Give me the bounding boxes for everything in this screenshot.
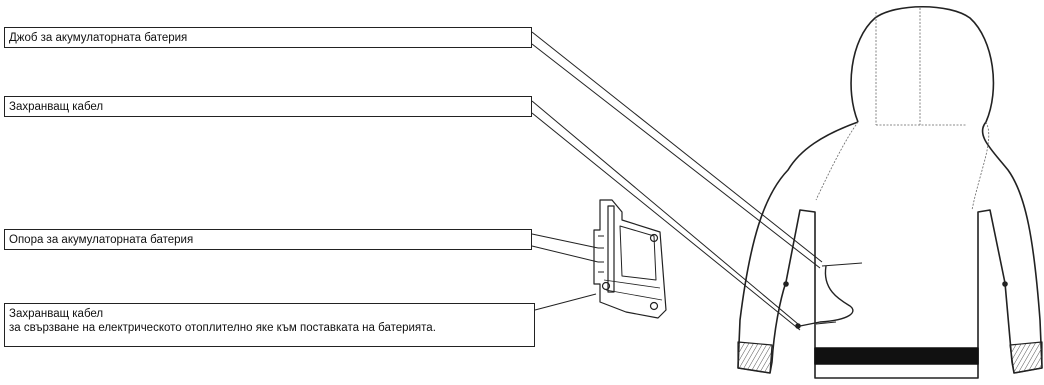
label-battery-holder: Опора за акумулаторната батерия: [4, 229, 532, 250]
label-battery-pocket: Джоб за акумулаторната батерия: [4, 27, 532, 48]
label-battery-pocket-text: Джоб за акумулаторната батерия: [9, 32, 188, 44]
leader-cable-b: [531, 112, 801, 331]
label-power-cable-connection: Захранващ кабел за свързване на електрич…: [4, 303, 535, 347]
body-outline: [737, 121, 1043, 379]
label-power-cable-connection-desc: за свързване на електрическото отоплител…: [9, 322, 436, 334]
leader-holder-a: [531, 233, 599, 249]
battery-holder-drawing: [593, 199, 667, 319]
leader-cable2: [534, 293, 597, 311]
pocket-cable: [799, 265, 854, 327]
label-power-cable: Захранващ кабел: [4, 96, 532, 117]
hem-band: [814, 347, 979, 365]
right-cuff: [1009, 341, 1043, 374]
label-power-cable-connection-title: Захранващ кабел: [9, 308, 104, 320]
leader-pocket-b: [531, 43, 821, 269]
leader-lines: [531, 31, 823, 331]
hood-seam: [875, 8, 921, 125]
leader-cable-a: [531, 100, 799, 325]
label-battery-holder-text: Опора за акумулаторната батерия: [9, 234, 194, 246]
pocket-outline: [821, 262, 863, 267]
hood-outline: [850, 6, 995, 123]
leader-holder-b: [531, 245, 599, 263]
left-cuff: [737, 341, 773, 374]
raglan-seam-left: [815, 121, 859, 201]
raglan-seam-right: [971, 121, 990, 211]
label-power-cable-text: Захранващ кабел: [9, 101, 104, 113]
leader-pocket-a: [531, 31, 823, 263]
hoodie-back-drawing: [737, 6, 1043, 379]
